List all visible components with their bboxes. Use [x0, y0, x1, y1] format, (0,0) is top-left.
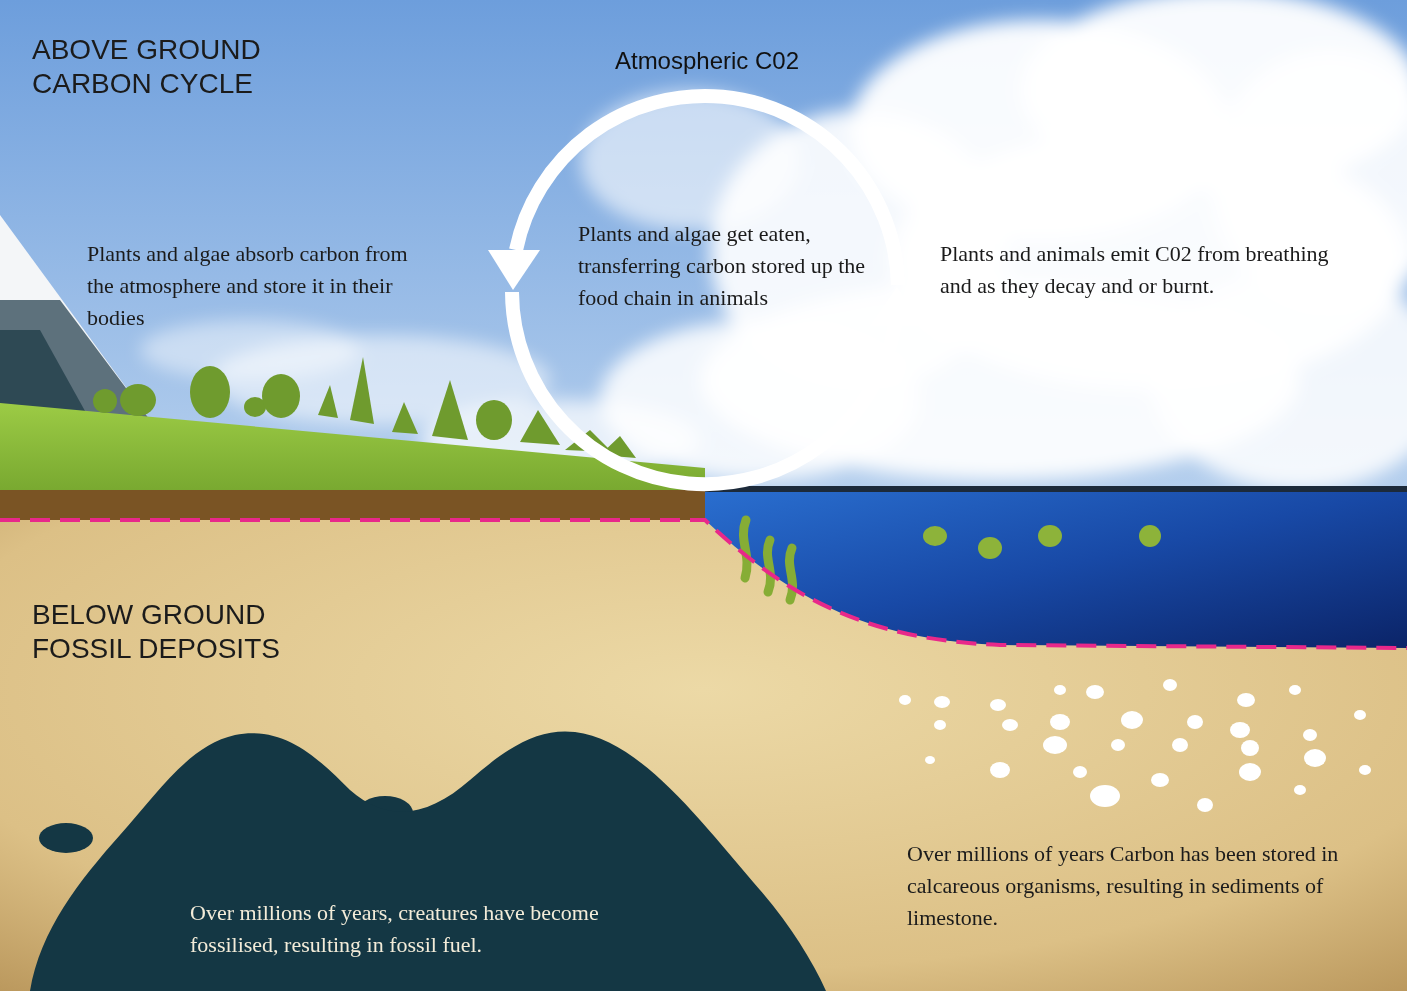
- process-note: Plants and animals emit C02 from breathi…: [940, 238, 1330, 302]
- sea-surface: [705, 486, 1407, 492]
- fossil-fuel-deposit: Over millions of years, creatures have b…: [30, 725, 830, 991]
- cycle-heading: Atmospheric C02: [547, 46, 867, 76]
- limestone-pebbles: [899, 679, 1371, 812]
- algae: [923, 525, 1161, 559]
- section-heading: BELOW GROUND FOSSIL DEPOSITS: [32, 598, 282, 666]
- process-note: Plants and algae absorb carbon from the …: [87, 238, 432, 334]
- fossil-note: Over millions of years, creatures have b…: [190, 897, 660, 961]
- cycle-note: Plants and algae get eaten, transferring…: [578, 218, 870, 314]
- sea: [705, 488, 1407, 648]
- limestone-note: Over millions of years Carbon has been s…: [907, 838, 1352, 934]
- carbon-cycle-ring: Atmospheric C02Plants and algae get eate…: [497, 40, 913, 490]
- sand-ground: [0, 488, 1407, 991]
- soil: [0, 490, 705, 520]
- fossil-fuel-blob: [30, 731, 826, 991]
- section-heading: ABOVE GROUND CARBON CYCLE: [32, 33, 282, 101]
- cycle-ring: [488, 96, 922, 484]
